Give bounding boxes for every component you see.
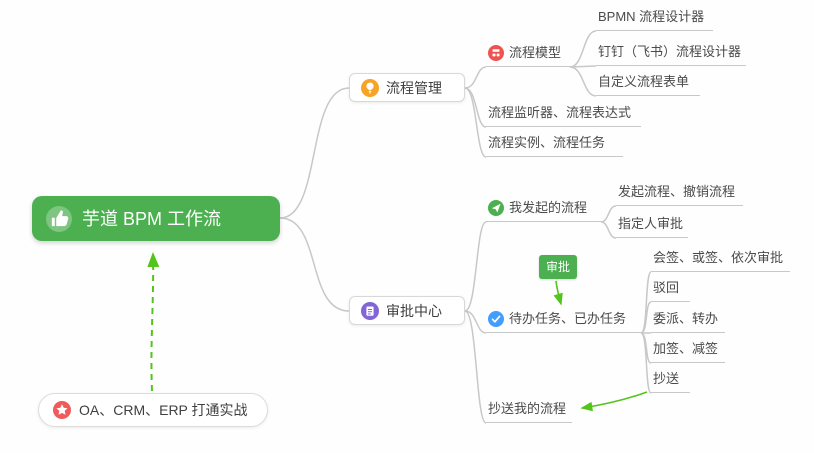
topic-cc-my-process[interactable]: 抄送我的流程: [486, 401, 572, 423]
topic-label: 待办任务、已办任务: [509, 311, 627, 326]
badge-label: 审批: [546, 260, 571, 274]
topic-label: 会签、或签、依次审批: [653, 250, 784, 265]
topic-initiate-cancel[interactable]: 发起流程、撤销流程: [616, 184, 743, 206]
topic-process-management[interactable]: 流程管理: [349, 73, 465, 102]
topic-label: BPMN 流程设计器: [598, 9, 705, 24]
topic-todo-done-tasks[interactable]: 待办任务、已办任务: [486, 311, 641, 333]
clipboard-icon: [361, 301, 379, 320]
thumbs-up-icon: [46, 205, 72, 232]
topic-label: 发起流程、撤销流程: [618, 184, 736, 199]
topic-label: 加签、减签: [653, 341, 719, 356]
topic-label: 钉钉（飞书）流程设计器: [598, 44, 742, 59]
topic-label: 审批中心: [386, 302, 442, 319]
topic-custom-form[interactable]: 自定义流程表单: [596, 74, 700, 96]
topic-delegate-transfer[interactable]: 委派、转办: [651, 311, 725, 333]
send-icon: [488, 200, 504, 216]
topic-bpmn-designer[interactable]: BPMN 流程设计器: [596, 9, 713, 31]
topic-approval-center[interactable]: 审批中心: [349, 296, 465, 325]
topic-oa-crm-erp[interactable]: OA、CRM、ERP 打通实战: [38, 393, 268, 427]
topic-listener-expression[interactable]: 流程监听器、流程表达式: [486, 105, 641, 127]
topic-label: 自定义流程表单: [598, 74, 690, 89]
topic-label: 流程管理: [386, 79, 442, 96]
topic-label: 流程模型: [509, 45, 562, 60]
topic-my-initiated[interactable]: 我发起的流程: [486, 200, 601, 222]
topic-add-reduce-sign[interactable]: 加签、减签: [651, 341, 725, 363]
root-topic[interactable]: 芋道 BPM 工作流: [32, 196, 280, 241]
topic-label: 抄送我的流程: [488, 401, 567, 416]
topic-countersign[interactable]: 会签、或签、依次审批: [651, 250, 790, 272]
topic-instance-task[interactable]: 流程实例、流程任务: [486, 135, 623, 157]
topic-label: 流程监听器、流程表达式: [488, 105, 632, 120]
topic-reject[interactable]: 驳回: [651, 280, 690, 302]
tasks-icon: [488, 311, 504, 327]
root-label: 芋道 BPM 工作流: [82, 208, 222, 229]
topic-cc[interactable]: 抄送: [651, 371, 690, 393]
topic-assignee-approval[interactable]: 指定人审批: [616, 216, 688, 238]
topic-label: 流程实例、流程任务: [488, 135, 606, 150]
topic-label: 委派、转办: [653, 311, 719, 326]
topic-process-model[interactable]: 流程模型: [486, 45, 570, 67]
relation-label-approve[interactable]: 审批: [539, 255, 578, 279]
topic-label: 驳回: [653, 280, 680, 295]
topic-label: 指定人审批: [618, 216, 684, 231]
lightbulb-icon: [361, 78, 379, 97]
topic-label: OA、CRM、ERP 打通实战: [79, 402, 248, 418]
model-icon: [488, 45, 504, 61]
topic-dingtalk-designer[interactable]: 钉钉（飞书）流程设计器: [596, 44, 746, 66]
topic-label: 抄送: [653, 371, 680, 386]
topic-label: 我发起的流程: [509, 200, 588, 215]
star-icon: [53, 401, 71, 419]
